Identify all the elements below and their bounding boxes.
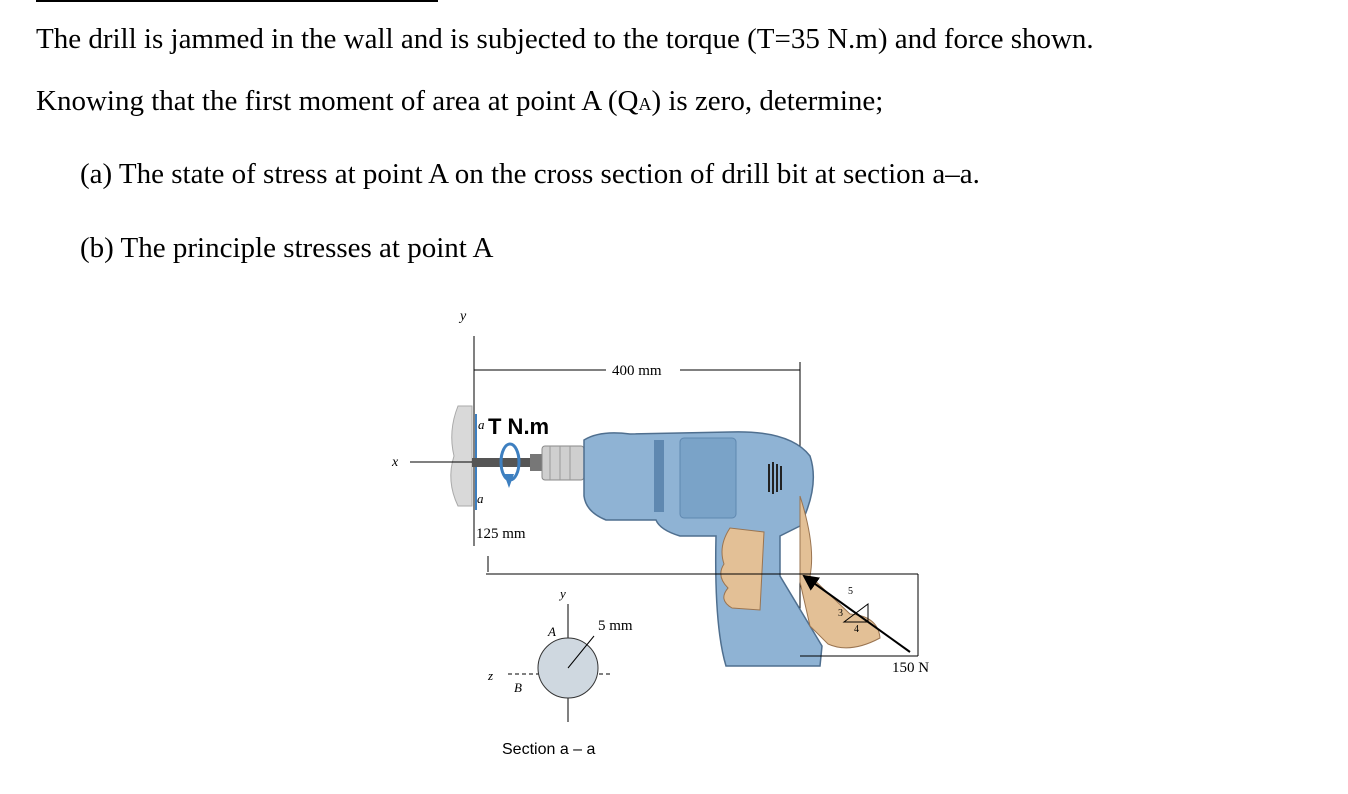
drill-bit	[472, 454, 544, 471]
dimension-400-label: 400 mm	[612, 363, 662, 379]
section-caption: Section a – a	[502, 741, 596, 758]
y-axis-label: y	[458, 309, 467, 324]
line2-after: ) is zero, determine;	[651, 85, 884, 117]
force-arrow	[802, 574, 911, 653]
slope-5: 5	[848, 586, 853, 597]
x-axis-label: x	[391, 455, 399, 470]
drill-chuck	[541, 445, 585, 481]
part-b: (b) The principle stresses at point A	[80, 232, 494, 264]
drill-vents	[768, 462, 782, 494]
section-axis-z: z	[487, 668, 493, 683]
problem-line-1: The drill is jammed in the wall and is s…	[36, 23, 1094, 55]
torque-arrow	[499, 442, 521, 488]
line2-before: Knowing that the first moment of area at…	[36, 85, 639, 117]
part-a: (a) The state of stress at point A on th…	[80, 158, 980, 190]
top-rule	[36, 0, 438, 2]
slope-4: 4	[854, 624, 859, 635]
force-label: 150 N	[892, 660, 929, 676]
section-mark-top: a	[478, 417, 485, 432]
dimension-125-label: 125 mm	[476, 526, 526, 542]
section-mark-bottom: a	[477, 491, 484, 506]
line2-subscript: A	[638, 94, 652, 114]
section-axis-y: y	[558, 586, 566, 601]
problem-line-2: Knowing that the first moment of area at…	[36, 84, 883, 121]
slope-3: 3	[838, 608, 843, 619]
slope-triangle: 3 4 5	[838, 586, 869, 635]
section-view: y z A B 5 mm	[487, 586, 633, 722]
point-b-label: B	[514, 680, 522, 695]
drill-figure: y x a a 400 mm T N.m	[391, 309, 929, 758]
torque-label: T N.m	[488, 414, 549, 439]
point-a-label: A	[547, 624, 556, 639]
drill-body	[583, 431, 823, 667]
wall	[450, 405, 473, 507]
radius-label: 5 mm	[598, 618, 633, 634]
hand	[720, 495, 881, 649]
